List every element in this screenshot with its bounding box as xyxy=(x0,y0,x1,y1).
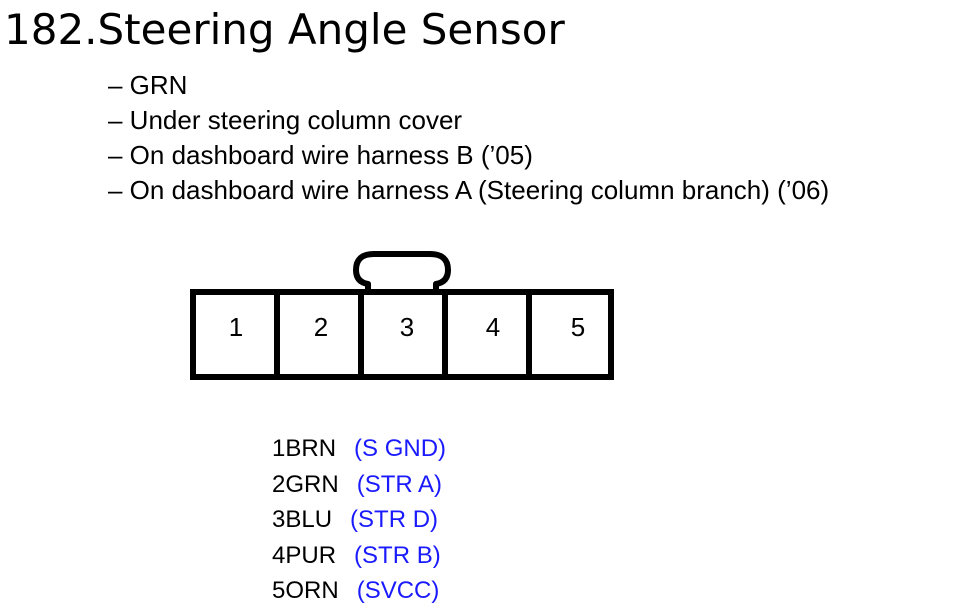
signal-name: (STR D) xyxy=(350,506,439,533)
pinout-row: 2GRN (STR A) xyxy=(272,467,446,503)
pin-number: 2 xyxy=(272,470,286,498)
wire-color: BRN xyxy=(285,435,337,462)
signal-name: (STR B) xyxy=(354,541,441,569)
pinout-row: 4PUR (STR B) xyxy=(272,538,446,574)
pinout-row: 5ORN (SVCC) xyxy=(272,573,446,609)
connector-details: – GRN – Under steering column cover – On… xyxy=(108,68,829,208)
pinout-row: 1BRN (S GND) xyxy=(272,431,446,467)
terminal-1: 1 xyxy=(229,312,243,342)
terminal-4: 4 xyxy=(486,312,500,342)
connector-lock-tab xyxy=(353,251,451,295)
terminal-5: 5 xyxy=(571,312,585,342)
connector-diagram: 1 2 3 4 5 xyxy=(190,251,614,380)
detail-harness-06: – On dashboard wire harness A (Steering … xyxy=(108,175,830,205)
signal-name: (SVCC) xyxy=(356,577,440,604)
wire-color: BLU xyxy=(285,506,333,533)
detail-location: – Under steering column cover xyxy=(108,105,463,135)
pin-number: 4 xyxy=(272,541,286,569)
wire-color: GRN xyxy=(285,470,339,498)
detail-color: – GRN xyxy=(108,70,188,100)
pinout-list: 1BRN (S GND) 2GRN (STR A) 3BLU (STR D) 4PUR… xyxy=(272,431,446,609)
page-title: 182.Steering Angle Sensor xyxy=(4,5,565,54)
pinout-row: 3BLU (STR D) xyxy=(272,502,446,538)
detail-harness-05: – On dashboard wire harness B (’05) xyxy=(108,140,533,170)
wire-color: PUR xyxy=(285,541,337,569)
pin-number: 3 xyxy=(272,506,286,533)
terminal-2: 2 xyxy=(314,312,328,342)
pin-number: 1 xyxy=(272,435,286,462)
signal-name: (S GND) xyxy=(354,435,447,462)
terminal-3: 3 xyxy=(400,312,414,342)
pin-number: 5 xyxy=(272,577,286,604)
signal-name: (STR A) xyxy=(356,470,443,498)
wire-color: ORN xyxy=(285,577,339,604)
connector-body xyxy=(190,289,614,380)
